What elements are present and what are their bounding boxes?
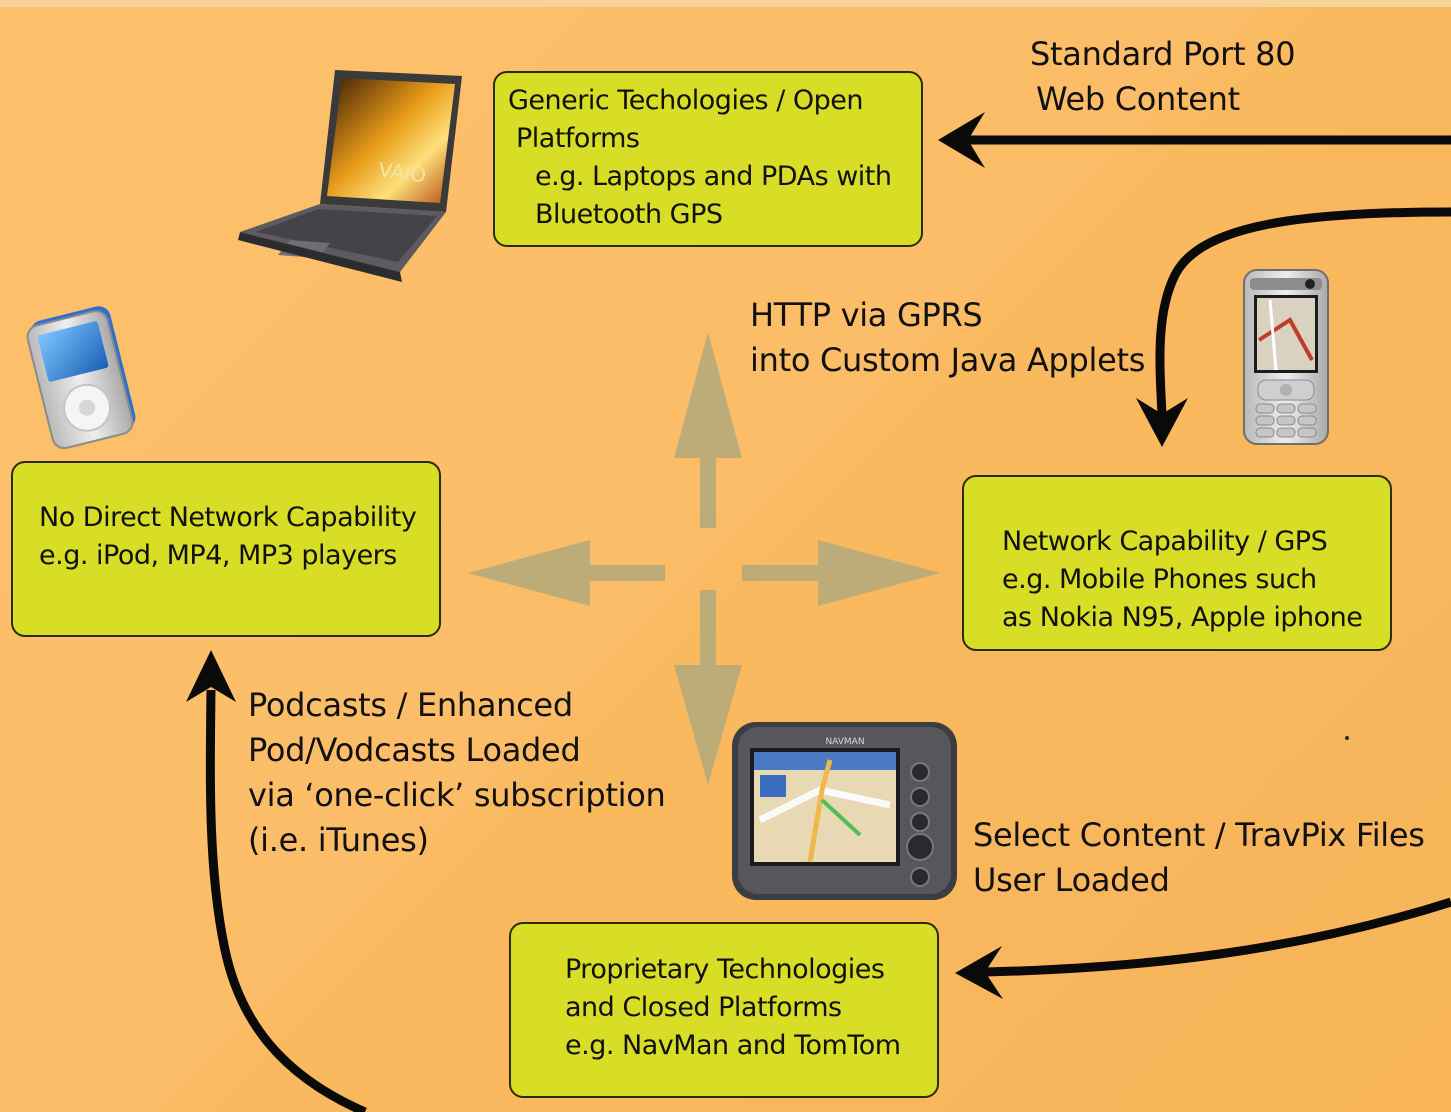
box-network-capability: Network Capability / GPS e.g. Mobile Pho… (962, 475, 1392, 651)
http-line-1: HTTP via GPRS (750, 296, 983, 334)
network-line-1: Network Capability / GPS (1002, 526, 1328, 557)
port80-line-2: Web Content (1036, 80, 1240, 118)
label-podcasts: Podcasts / Enhanced Pod/Vodcasts Loaded … (248, 683, 666, 863)
arrowhead-gprs (1136, 398, 1188, 447)
select-line-2: User Loaded (973, 861, 1170, 899)
laptop-brand-text: VAIO (377, 158, 427, 188)
arrowhead-select (955, 946, 1003, 999)
stray-dot (1345, 736, 1349, 740)
arrowhead-podcast (186, 650, 236, 702)
label-http-via-gprs: HTTP via GPRS into Custom Java Applets (750, 293, 1145, 383)
label-select-content: Select Content / TravPix Files User Load… (973, 813, 1425, 903)
no-network-line-2: e.g. iPod, MP4, MP3 players (39, 540, 397, 571)
podcasts-line-3: via ‘one-click’ subscription (248, 776, 666, 814)
arrow-select-line (984, 897, 1451, 977)
arrowhead-port80 (938, 112, 985, 168)
network-line-2: e.g. Mobile Phones such (1002, 564, 1317, 595)
ipod-icon (26, 306, 136, 450)
arrow-gprs-line (1155, 207, 1451, 416)
generic-line-4: Bluetooth GPS (535, 199, 723, 230)
arrow-podcast-line (205, 689, 367, 1112)
box-proprietary-technologies: Proprietary Technologies and Closed Plat… (509, 922, 939, 1098)
grey-arrow-left (468, 540, 665, 606)
network-line-3: as Nokia N95, Apple iphone (1002, 602, 1363, 633)
grey-arrow-right (742, 540, 940, 606)
mobile-phone-icon (1243, 269, 1329, 445)
generic-line-3: e.g. Laptops and PDAs with (535, 161, 892, 192)
grey-arrow-down (674, 590, 742, 785)
proprietary-line-1: Proprietary Technologies (565, 954, 885, 985)
podcasts-line-2: Pod/Vodcasts Loaded (248, 731, 581, 769)
gps-brand-text: NAVMAN (825, 737, 864, 747)
top-strip (0, 0, 1451, 7)
generic-line-2: Platforms (516, 123, 640, 154)
select-line-1: Select Content / TravPix Files (973, 816, 1425, 854)
proprietary-line-2: and Closed Platforms (565, 992, 842, 1023)
no-network-line-1: No Direct Network Capability (39, 502, 417, 533)
podcasts-line-1: Podcasts / Enhanced (248, 686, 573, 724)
central-cross-arrows (468, 332, 940, 785)
podcasts-line-4: (i.e. iTunes) (248, 821, 429, 859)
http-line-2: into Custom Java Applets (750, 341, 1146, 379)
grey-arrow-up (674, 332, 742, 528)
box-generic-technologies: Generic Techologies / Open Platforms e.g… (493, 71, 923, 247)
port80-line-1: Standard Port 80 (1030, 35, 1296, 73)
box-no-direct-network: No Direct Network Capability e.g. iPod, … (11, 461, 441, 637)
proprietary-line-3: e.g. NavMan and TomTom (565, 1030, 901, 1061)
gps-navigator-icon: NAVMAN (732, 722, 957, 900)
generic-line-1: Generic Techologies / Open (508, 85, 864, 116)
black-flow-arrows (205, 135, 1451, 1112)
label-standard-port-80: Standard Port 80 Web Content (1030, 32, 1296, 122)
laptop-icon: VAIO (238, 70, 462, 282)
